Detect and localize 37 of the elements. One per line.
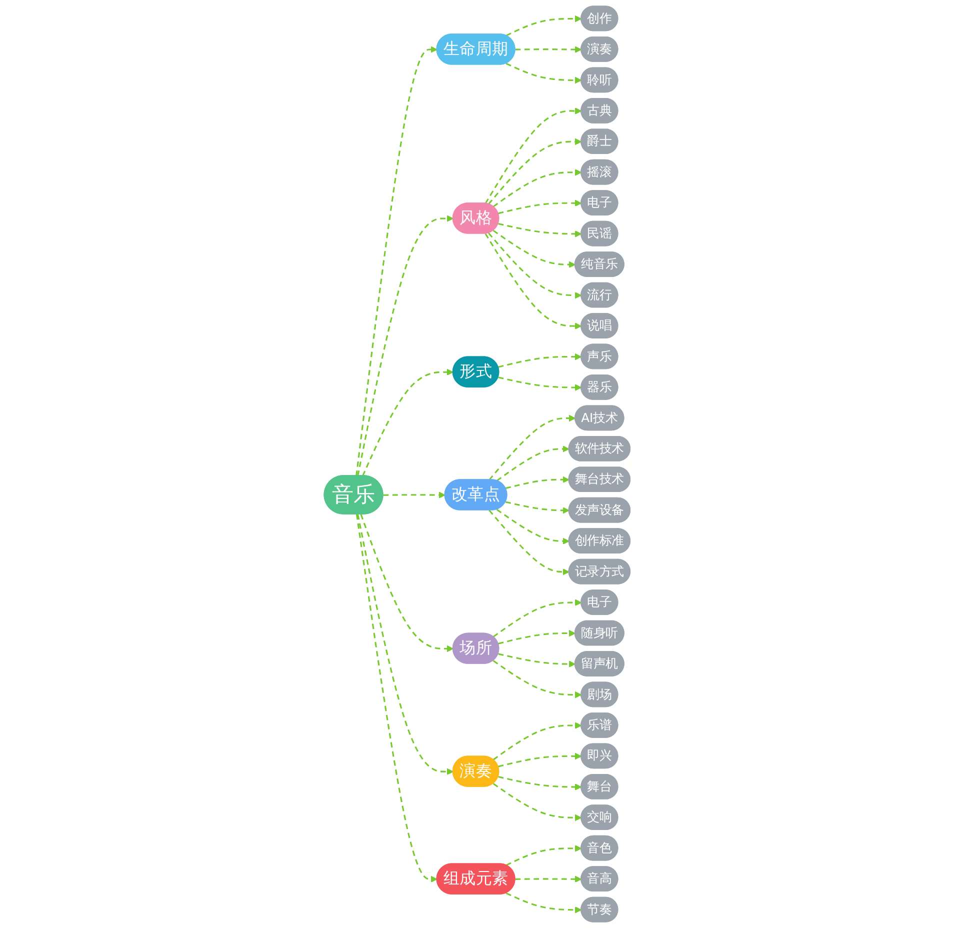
- arrow: [493, 169, 582, 208]
- arrow: [485, 233, 582, 330]
- arrow: [498, 653, 576, 668]
- arrow: [506, 892, 582, 914]
- arrow: [356, 46, 438, 476]
- arrow: [496, 446, 570, 482]
- arrow: [498, 222, 582, 238]
- arrow: [357, 514, 454, 775]
- arrow: [360, 514, 454, 652]
- arrow: [493, 230, 576, 268]
- arrow: [362, 368, 454, 476]
- arrow: [498, 376, 582, 391]
- arrow: [506, 501, 570, 514]
- arrow: [493, 783, 582, 822]
- arrow: [506, 15, 582, 36]
- arrow: [496, 508, 570, 544]
- arrow: [493, 722, 582, 760]
- arrow: [516, 46, 582, 53]
- arrow: [488, 414, 576, 480]
- arrow: [506, 845, 582, 866]
- arrow: [516, 876, 582, 883]
- arrow: [356, 514, 438, 882]
- arrow: [498, 200, 582, 214]
- arrow: [506, 476, 570, 490]
- arrow: [498, 630, 576, 644]
- arrow: [488, 232, 582, 299]
- arrow: [506, 62, 582, 84]
- arrow: [384, 492, 446, 498]
- arrow: [493, 599, 582, 638]
- arrow: [488, 138, 582, 205]
- arrow: [357, 215, 454, 476]
- arrow: [498, 752, 582, 768]
- arrow: [498, 776, 582, 790]
- arrow: [485, 108, 582, 204]
- arrow: [493, 660, 582, 698]
- arrow: [498, 353, 582, 368]
- arrow: [488, 510, 570, 576]
